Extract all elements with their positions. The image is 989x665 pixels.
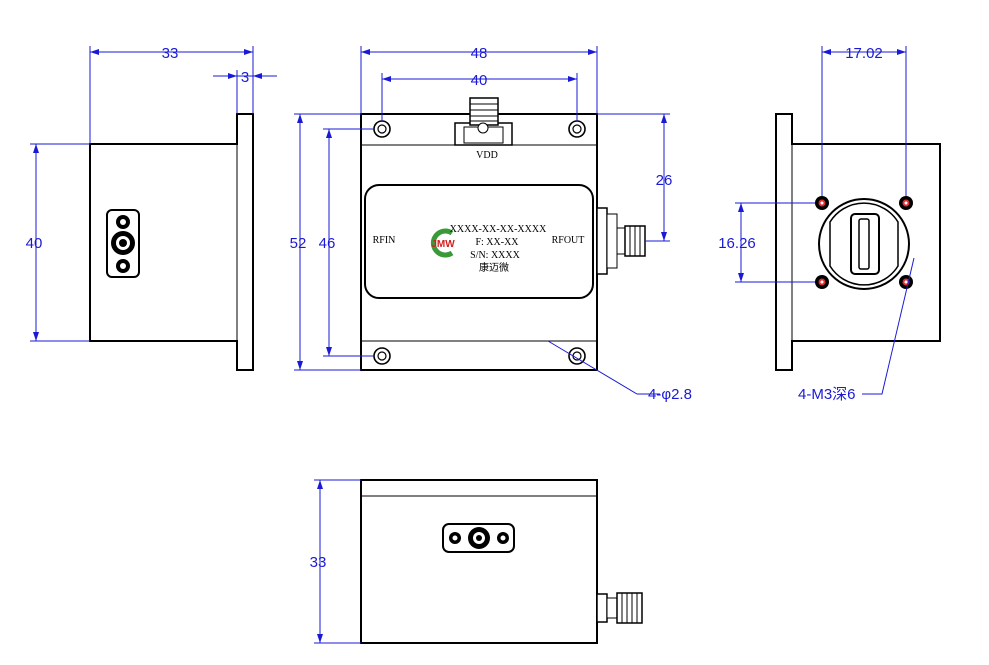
dim-left-flange: 3 bbox=[241, 69, 249, 86]
rfout-label: RFOUT bbox=[552, 235, 585, 246]
dim-bottom-depth: 33 bbox=[310, 554, 327, 571]
dim-front-hole-vertical: 46 bbox=[319, 235, 336, 252]
threaded-hole bbox=[815, 196, 829, 210]
sma-connector-bottom-icon bbox=[596, 592, 643, 624]
svg-text:JMW: JMW bbox=[431, 239, 455, 250]
rfin-label: RFIN bbox=[373, 235, 396, 246]
right-view: 17.02 16.26 4-M3深6 bbox=[718, 45, 941, 403]
mount-hole bbox=[373, 347, 391, 365]
threaded-hole bbox=[899, 275, 913, 289]
mount-hole bbox=[568, 120, 586, 138]
dim-front-port-height: 26 bbox=[656, 172, 673, 189]
callout-threaded-holes: 4-M3深6 bbox=[798, 386, 856, 403]
jmw-logo-icon: JMW bbox=[430, 228, 455, 258]
serial-text: S/N: XXXX bbox=[470, 250, 521, 261]
mount-hole bbox=[568, 347, 586, 365]
vdd-connector-icon bbox=[454, 97, 513, 146]
dim-right-hole-h: 17.02 bbox=[845, 45, 883, 62]
left-view: 33 3 40 bbox=[26, 45, 277, 371]
waveguide-port-side-icon bbox=[106, 209, 140, 278]
front-view: VDD RFIN RFOUT JMW XXXX-XX-XX-XXXX F: XX… bbox=[290, 45, 692, 403]
part-number: XXXX-XX-XX-XXXX bbox=[450, 224, 547, 235]
callout-mount-holes: 4-φ2.8 bbox=[648, 386, 692, 403]
vdd-label: VDD bbox=[476, 150, 498, 161]
mount-hole bbox=[373, 120, 391, 138]
sma-connector-icon bbox=[596, 207, 646, 275]
dim-right-hole-v: 16.26 bbox=[718, 235, 756, 252]
dim-front-height: 52 bbox=[290, 235, 307, 252]
threaded-hole bbox=[815, 275, 829, 289]
threaded-hole bbox=[899, 196, 913, 210]
dim-left-width: 33 bbox=[162, 45, 179, 62]
waveguide-port-bottom-icon bbox=[442, 523, 515, 553]
bottom-view: 33 bbox=[310, 479, 643, 644]
brand-text: 康迈微 bbox=[479, 261, 509, 274]
frequency-text: F: XX-XX bbox=[475, 237, 519, 248]
waveguide-port-icon bbox=[818, 198, 910, 290]
dim-front-hole-spacing: 40 bbox=[471, 72, 488, 89]
dim-front-width: 48 bbox=[471, 45, 488, 62]
dim-left-height: 40 bbox=[26, 235, 43, 252]
